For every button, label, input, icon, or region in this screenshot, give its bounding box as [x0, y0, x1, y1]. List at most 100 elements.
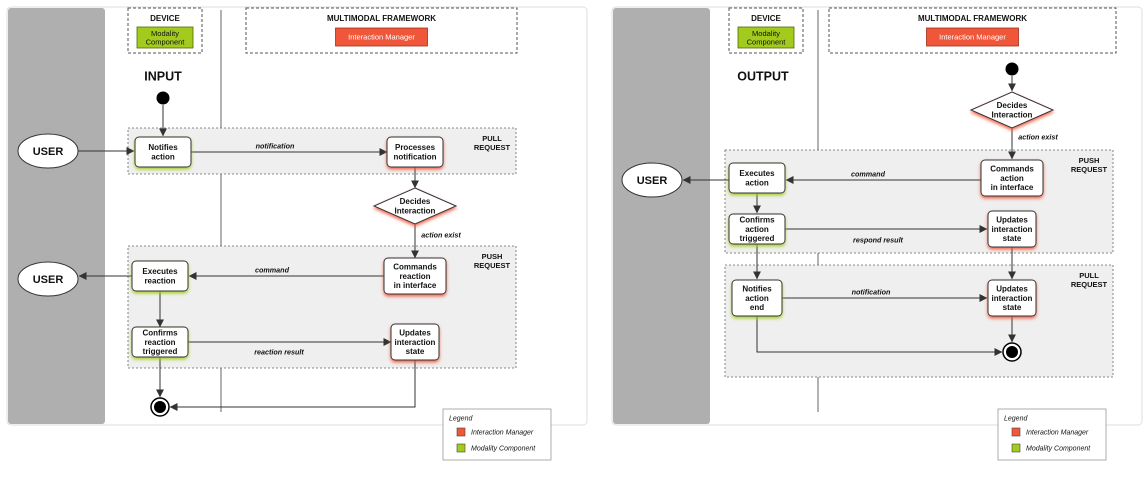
- output-node-commands-action-box: [980, 159, 1044, 197]
- output-node-notifies-action-end-box: [731, 279, 783, 317]
- input-edge-label-reaction-result: reaction result: [254, 348, 304, 357]
- panel-1-manager-chip-label: Interaction Manager: [939, 33, 1006, 42]
- input-user-2: USER: [17, 261, 79, 297]
- input-edge-label-action-exist: action exist: [421, 231, 461, 240]
- output-edge-notifies-to-end: [756, 316, 1003, 356]
- output-user-label: USER: [637, 175, 668, 187]
- input-user-1: USER: [17, 133, 79, 169]
- panel-1-manager-chip: [926, 27, 1019, 47]
- output-node-updates-state-1-box: [987, 210, 1037, 248]
- panel-1-user-lane: [613, 8, 710, 424]
- input-user-1-label: USER: [33, 146, 64, 158]
- input-end-node-dot: [154, 401, 166, 413]
- input-edge-label-notification: notification: [256, 142, 295, 151]
- output-node-executes-action-box: [728, 162, 786, 194]
- panel-1-framework-label: MULTIMODAL FRAMEWORK: [918, 14, 1027, 23]
- output-edge-label-respond-result: respond result: [853, 236, 904, 245]
- input-edge-label-command: command: [255, 266, 290, 275]
- panel-0-manager-chip: [335, 27, 428, 47]
- output-group-pull-request-box: [724, 264, 1114, 378]
- input-start-node: [156, 91, 170, 105]
- panel-0-legend-item-modality: Modality Component: [471, 445, 536, 452]
- input-user-1-shape: [17, 133, 79, 169]
- input-edge-updates-to-end: [169, 360, 416, 411]
- input-node-commands-reaction-box: [383, 257, 447, 295]
- output-end-node: [1002, 342, 1022, 362]
- panel-0-device-label: DEVICE: [150, 14, 180, 23]
- input-end-node: [150, 397, 170, 417]
- input-user-2-label: USER: [33, 274, 64, 286]
- input-node-processes-notification-box: [386, 136, 444, 168]
- panel-0-user-lane: [8, 8, 105, 424]
- output-node-confirms-action-box: [728, 213, 786, 245]
- output-node-updates-state-2-box: [987, 279, 1037, 317]
- output-user-shape: [621, 162, 683, 198]
- edges-layer: [78, 76, 1016, 411]
- panel-0-title: INPUT: [144, 69, 182, 83]
- panel-1-modality-chip: [737, 26, 795, 49]
- input-node-executes-reaction-box: [131, 260, 189, 292]
- panel-1-legend-title: Legend: [1004, 415, 1028, 422]
- output-start-node: [1005, 62, 1019, 76]
- panel-0-framework-label: MULTIMODAL FRAMEWORK: [327, 14, 436, 23]
- panel-1-legend-swatch-manager: [1011, 427, 1021, 437]
- input-node-decides-interaction-shape: [372, 187, 458, 225]
- panel-1-title: OUTPUT: [737, 69, 789, 83]
- panel-0-manager-chip-label: Interaction Manager: [348, 33, 415, 42]
- panel-1-legend-item-modality: Modality Component: [1026, 445, 1091, 452]
- panel-1-legend-item-manager: Interaction Manager: [1026, 429, 1089, 436]
- input-node-updates-state-box: [390, 323, 440, 361]
- panel-0-legend-swatch-manager: [456, 427, 466, 437]
- output-node-decides-interaction-shape: [969, 91, 1055, 129]
- panel-0-legend-item-manager: Interaction Manager: [471, 429, 534, 436]
- output-user: USER: [621, 162, 683, 198]
- input-user-2-shape: [17, 261, 79, 297]
- input-node-notifies-action-box: [134, 136, 192, 168]
- labels-layer: notification action exist command reaction …: [254, 133, 1058, 357]
- panel-1-legend-swatch-modality: [1011, 443, 1021, 453]
- panel-0-legend-swatch-modality: [456, 443, 466, 453]
- output-edge-label-notification: notification: [852, 288, 891, 297]
- panel-1-device-label: DEVICE: [751, 14, 781, 23]
